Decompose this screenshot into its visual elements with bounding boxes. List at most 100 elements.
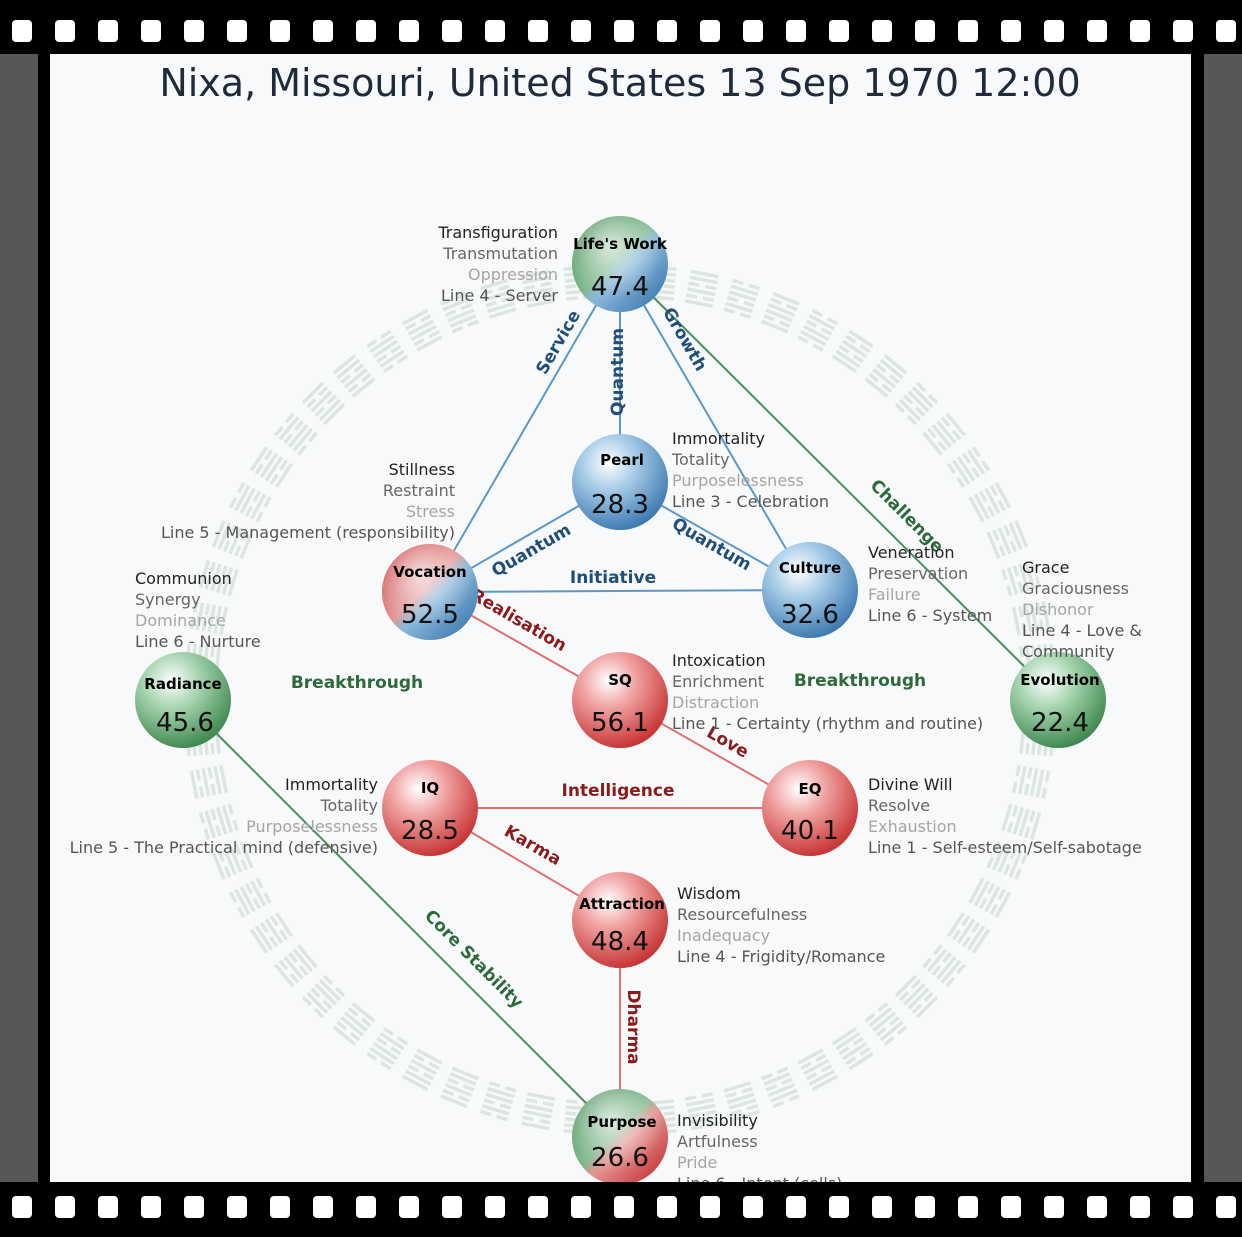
hexagram-glyph xyxy=(1001,560,1042,597)
info-line-5: Community xyxy=(1022,642,1115,661)
film-perforation xyxy=(700,20,720,42)
hexagram-glyph xyxy=(968,877,1012,918)
film-perforation xyxy=(399,20,419,42)
node-name: IQ xyxy=(421,779,439,797)
node-vocation[interactable]: Vocation 52.5 xyxy=(382,544,478,640)
hexagram-glyph xyxy=(332,354,376,398)
hexagram-wheel xyxy=(184,264,1056,1136)
info-eq: Divine Will Resolve Exhaustion Line 1 - … xyxy=(868,775,1142,857)
film-perforation xyxy=(313,20,333,42)
hexagram-glyph xyxy=(228,877,272,918)
hexagram-glyph xyxy=(797,308,838,352)
hexagram-glyph xyxy=(986,841,1029,880)
node-eq[interactable]: EQ 40.1 xyxy=(762,760,858,856)
node-purpose[interactable]: Purpose 26.6 xyxy=(572,1089,668,1185)
film-perforation xyxy=(98,1196,118,1218)
node-name: SQ xyxy=(608,671,632,689)
info-iq: Immortality Totality Purposelessness Lin… xyxy=(70,775,378,857)
film-perforation xyxy=(657,1196,677,1218)
info-line-1: Immortality xyxy=(672,429,765,448)
info-line-4: Line 6 - Nurture xyxy=(135,632,261,651)
hexagram-glyph xyxy=(228,482,272,523)
node-radiance[interactable]: Radiance 45.6 xyxy=(135,652,231,748)
info-line-1: Communion xyxy=(135,569,232,588)
node-name: Evolution xyxy=(1020,671,1099,689)
info-line-4: Line 1 - Certainty (rhythm and routine) xyxy=(672,714,983,733)
edge-label-breakthrough-right: Breakthrough xyxy=(794,671,926,691)
node-value: 45.6 xyxy=(156,708,214,738)
hexagram-glyph xyxy=(968,482,1012,523)
node-lifes-work[interactable]: Life's Work 47.4 xyxy=(572,216,668,312)
hexagram-glyph xyxy=(402,1048,443,1092)
hexagram-glyph xyxy=(894,381,939,426)
info-line-2: Synergy xyxy=(135,590,201,609)
node-pearl[interactable]: Pearl 28.3 xyxy=(572,434,668,530)
hexagram-glyph xyxy=(211,841,254,880)
hexagram-glyph xyxy=(301,381,346,426)
film-perforation xyxy=(786,1196,806,1218)
info-line-3: Purposelessness xyxy=(246,817,378,836)
film-perforation xyxy=(1087,20,1107,42)
hexagram-glyph xyxy=(440,291,479,334)
info-line-1: Divine Will xyxy=(868,775,953,794)
info-line-1: Invisibility xyxy=(677,1111,758,1130)
hexagram-glyph xyxy=(723,278,760,319)
info-line-3: Inadequacy xyxy=(677,926,770,945)
node-sq[interactable]: SQ 56.1 xyxy=(572,652,668,748)
film-perforation xyxy=(700,1196,720,1218)
info-line-4: Line 3 - Celebration xyxy=(672,492,829,511)
info-line-1: Veneration xyxy=(868,543,955,562)
hexagram-glyph xyxy=(946,911,991,954)
info-line-2: Resolve xyxy=(868,796,930,815)
node-culture[interactable]: Culture 32.6 xyxy=(762,542,858,638)
film-perforation xyxy=(227,1196,247,1218)
info-line-2: Resourcefulness xyxy=(677,905,807,924)
hexagram-glyph xyxy=(1012,764,1051,799)
node-iq[interactable]: IQ 28.5 xyxy=(382,760,478,856)
film-perforation xyxy=(1130,20,1150,42)
line-initiative xyxy=(429,589,811,593)
info-line-4: Line 4 - Frigidity/Romance xyxy=(677,947,885,966)
info-evolution: Grace Graciousness Dishonor Line 4 - Lov… xyxy=(1022,558,1142,661)
film-perforation xyxy=(1216,20,1236,42)
edge-label-dharma: Dharma xyxy=(623,989,643,1064)
film-perforation xyxy=(829,20,849,42)
film-perforations-bottom-overlay xyxy=(12,1196,1236,1218)
film-perforation xyxy=(1001,1196,1021,1218)
info-line-1: Wisdom xyxy=(677,884,741,903)
edge-label-breakthrough-left: Breakthrough xyxy=(291,673,423,693)
film-perforation xyxy=(1216,1196,1236,1218)
film-perforation xyxy=(399,1196,419,1218)
film-perforation xyxy=(1173,1196,1193,1218)
node-attraction[interactable]: Attraction 48.4 xyxy=(572,872,668,968)
film-perforation xyxy=(614,1196,634,1218)
node-name: Radiance xyxy=(144,675,221,693)
hexagram-glyph xyxy=(946,446,991,489)
hexagram-glyph xyxy=(922,944,966,988)
hexagram-glyph xyxy=(249,446,294,489)
hexagram-glyph xyxy=(274,944,318,988)
film-perforation xyxy=(442,1196,462,1218)
film-perforation xyxy=(915,20,935,42)
info-line-1: Stillness xyxy=(389,460,455,479)
info-sq: Intoxication Enrichment Distraction Line… xyxy=(672,651,983,733)
film-perforation xyxy=(528,20,548,42)
info-line-2: Enrichment xyxy=(672,672,764,691)
film-perforation xyxy=(141,1196,161,1218)
info-line-2: Totality xyxy=(319,796,378,815)
film-perforation xyxy=(184,20,204,42)
edge-label-quantum-top: Quantum xyxy=(608,328,628,416)
film-perforation xyxy=(614,20,634,42)
film-perforation xyxy=(184,1196,204,1218)
film-perforation xyxy=(786,20,806,42)
film-perforation xyxy=(1173,20,1193,42)
film-perforation xyxy=(313,1196,333,1218)
hexagram-glyph xyxy=(864,354,908,398)
film-perforation xyxy=(1087,1196,1107,1218)
info-pearl: Immortality Totality Purposelessness Lin… xyxy=(671,429,829,511)
node-name: Life's Work xyxy=(573,235,668,253)
hexagram-glyph xyxy=(761,1066,800,1109)
film-perforation xyxy=(227,20,247,42)
node-evolution[interactable]: Evolution 22.4 xyxy=(1010,652,1106,748)
info-line-4: Line 5 - The Practical mind (defensive) xyxy=(70,838,378,857)
